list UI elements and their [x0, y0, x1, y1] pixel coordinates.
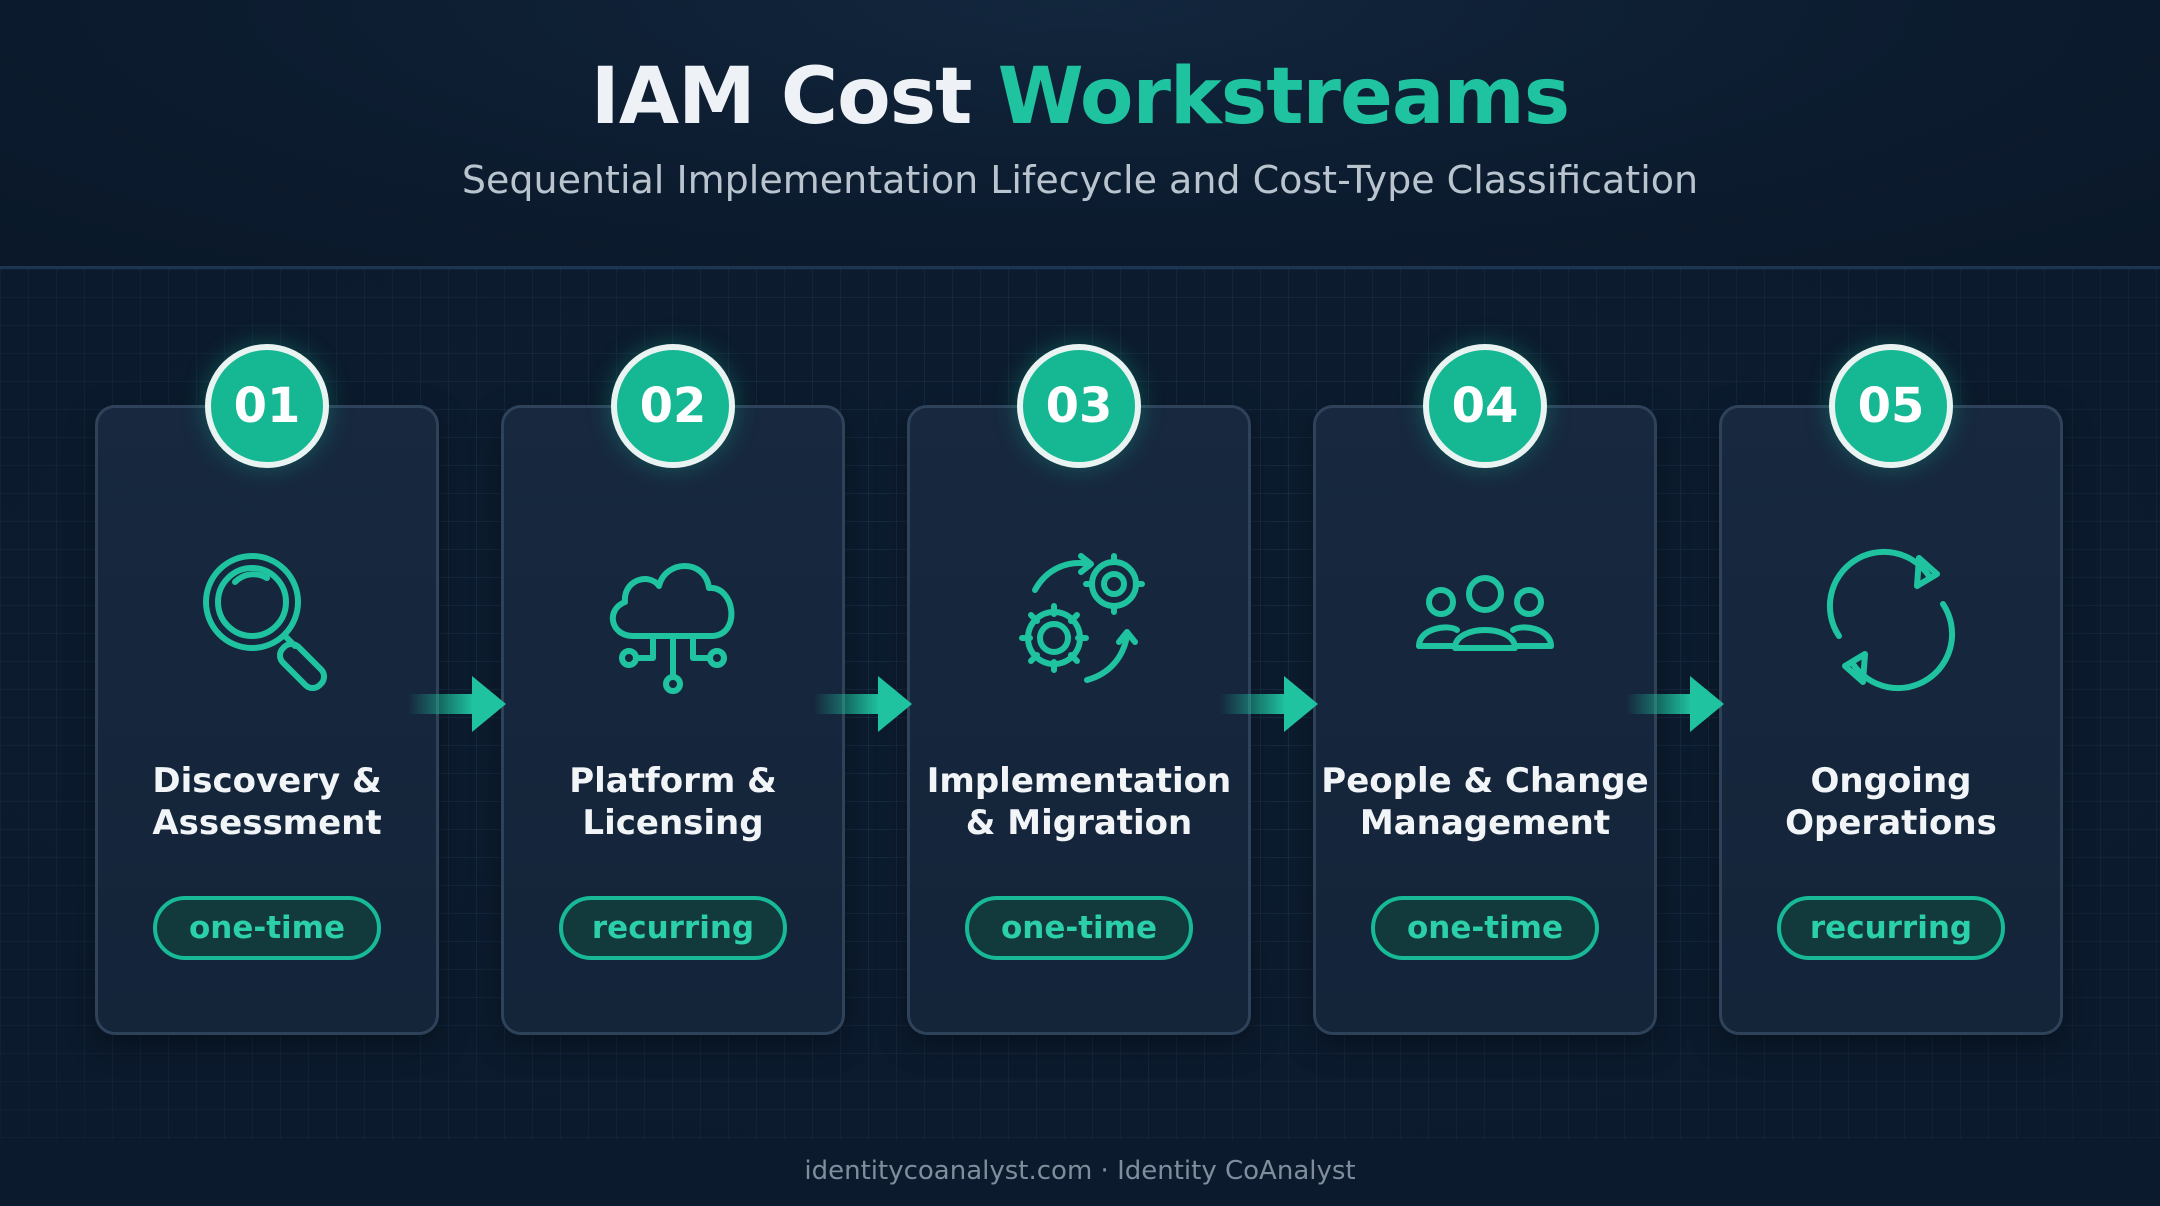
arrow-right-icon [1220, 676, 1318, 732]
cloud-network-icon [593, 540, 753, 700]
step-label: Platform &Licensing [569, 761, 777, 843]
cost-type-badge: one-time [153, 896, 381, 960]
cost-type-badge: one-time [965, 896, 1193, 960]
header [0, 0, 2160, 268]
page-title: IAM Cost Workstreams [0, 52, 2160, 142]
step-number-badge: 02 [611, 344, 735, 468]
footer-credit: identitycoanalyst.com · Identity CoAnaly… [804, 1156, 1356, 1186]
step-number-badge: 03 [1017, 344, 1141, 468]
cost-type-badge: recurring [559, 896, 787, 960]
step-number-badge: 05 [1829, 344, 1953, 468]
magnifier-icon [187, 540, 347, 700]
refresh-cycle-icon [1811, 540, 1971, 700]
step-label: Implementation& Migration [926, 761, 1232, 843]
arrow-right-icon [408, 676, 506, 732]
step-number-badge: 01 [205, 344, 329, 468]
cost-type-badge: recurring [1777, 896, 2005, 960]
people-icon [1405, 540, 1565, 700]
title-accent: Workstreams [997, 52, 1571, 142]
arrow-right-icon [814, 676, 912, 732]
header-divider [0, 266, 2160, 269]
arrow-right-icon [1626, 676, 1724, 732]
title-main: IAM Cost [590, 52, 973, 142]
step-number-badge: 04 [1423, 344, 1547, 468]
cost-type-badge: one-time [1371, 896, 1599, 960]
page-subtitle: Sequential Implementation Lifecycle and … [461, 158, 1699, 202]
step-label: Discovery &Assessment [152, 761, 382, 843]
gears-icon [999, 540, 1159, 700]
